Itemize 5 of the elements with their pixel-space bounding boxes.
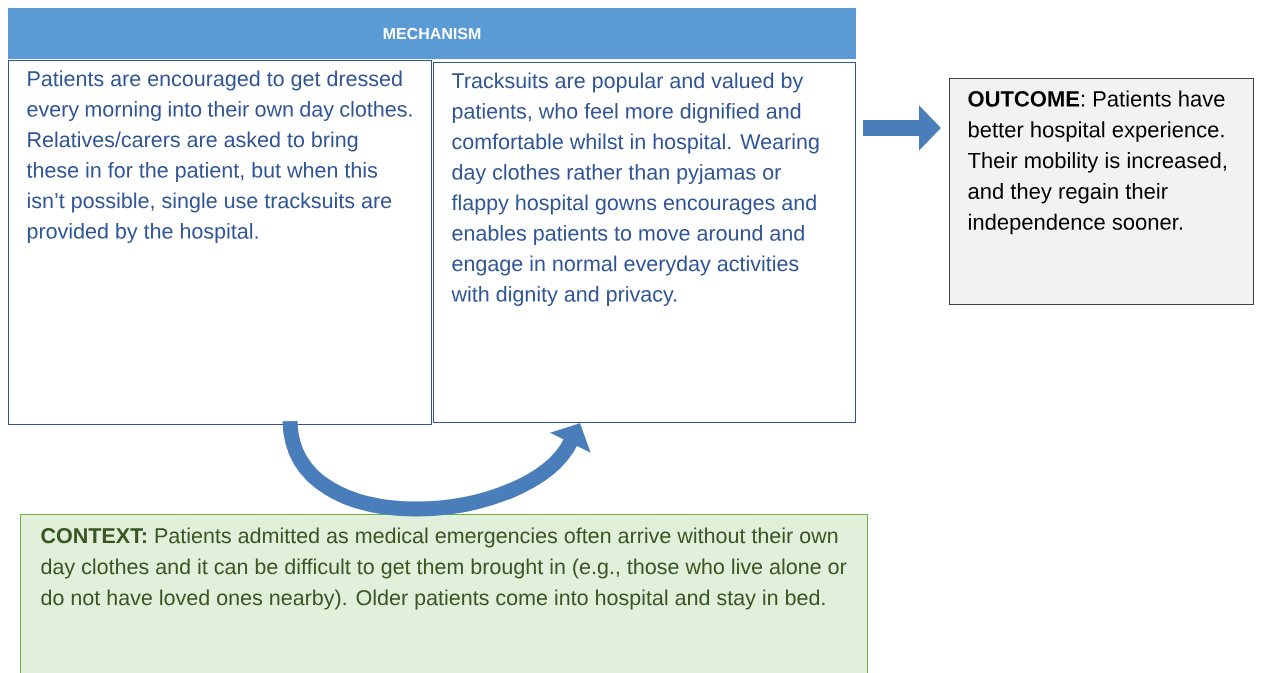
text-box: Tracksuits are popular and valued by patients, who feel more dignified and comfortable whilst in hospital. Wearing day clothes rather than pyjamas or flappy hospital gowns encourages and enables patients to move around and engage in normal everyday activities with dignity and privacy. xyxy=(433,62,856,423)
outcome-box: OUTCOME: Patients have better hospital experience. Their mobility is increased, and they regain their independence sooner. xyxy=(949,78,1254,305)
context-box: CONTEXT: Patients admitted as medical emergencies often arrive without their own day clothes and it can be difficult to get them brought in (e.g., those who live alone or do not have loved ones nearby). Older patients come into hospital and stay in bed. xyxy=(20,514,868,673)
text-box: Patients are encouraged to get dressed every morning into their own day clothes. Relatives/carers are asked to bring these in for the patient, but when this isn’t possible, single use tracksuits are provided by the hospital. xyxy=(8,60,432,425)
header-band: MECHANISM xyxy=(8,8,856,59)
